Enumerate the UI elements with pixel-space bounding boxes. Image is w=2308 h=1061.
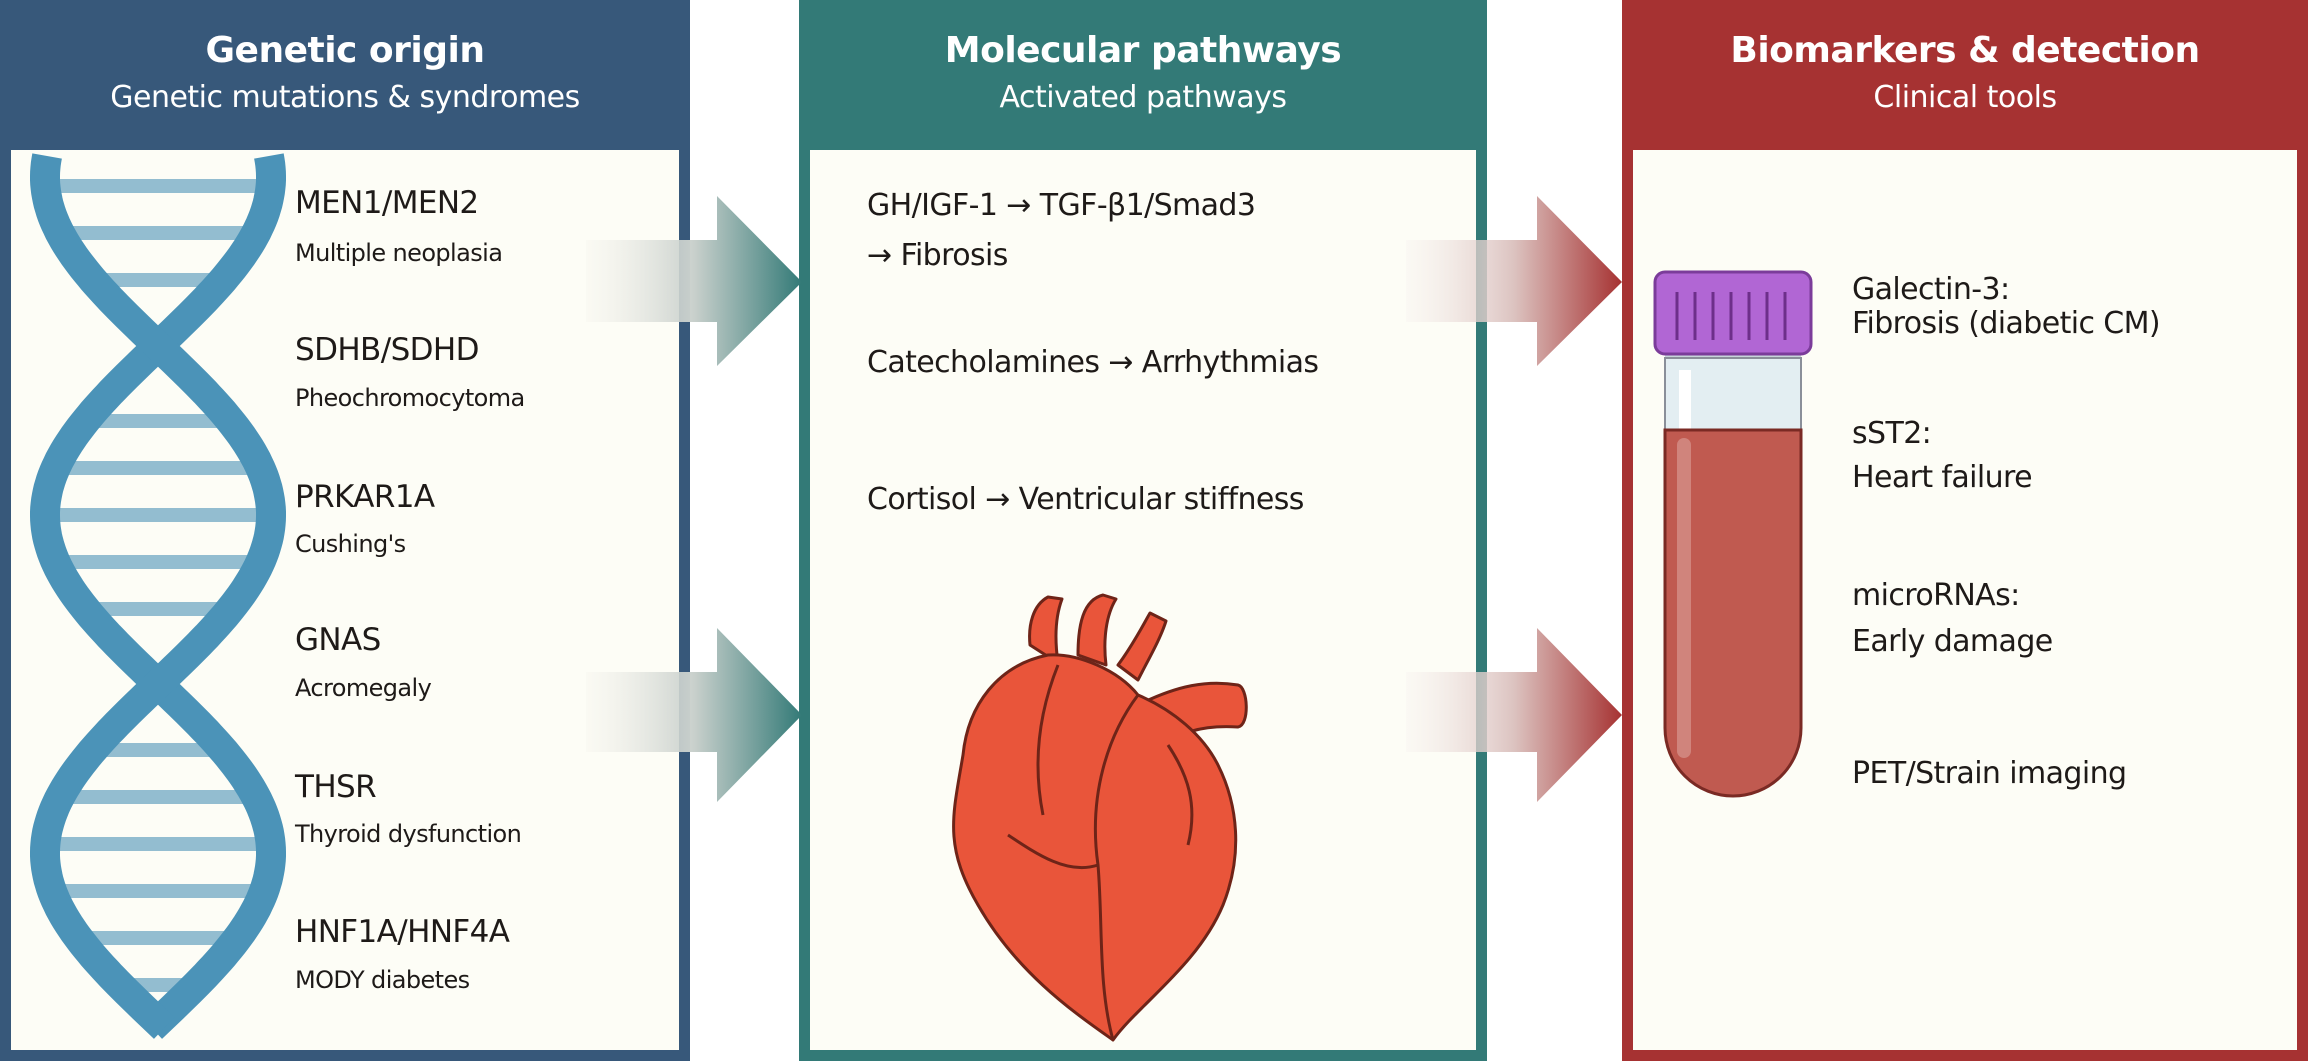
gene-description: MODY diabetes [295,966,470,994]
biomarker-description: Heart failure [1852,460,2033,495]
dna-rung [59,790,257,804]
dna-rung [45,508,271,522]
dna-rung [45,179,271,193]
gene-description: Thyroid dysfunction [295,820,522,848]
arrow-right-icon [1406,196,1622,366]
gene-description: Pheochromocytoma [295,384,525,412]
dna-rung [59,226,257,240]
dna-rung [85,414,231,428]
panel-body: MEN1/MEN2 Multiple neoplasia SDHB/SDHD P… [11,150,679,1050]
dna-rung [55,461,261,475]
panel-header: Genetic origin Genetic mutations & syndr… [0,0,690,150]
dna-rung [45,837,271,851]
arrow-right-icon [1406,628,1622,802]
dna-rung [78,931,238,945]
biomarkers-detection-panel: Biomarkers & detection Clinical tools Ga… [1622,0,2308,1061]
panel-subtitle: Genetic mutations & syndromes [110,80,580,115]
pathway-text: Cortisol → Ventricular stiffness [867,482,1304,517]
biomarker-description: Fibrosis (diabetic CM) [1852,306,2161,341]
biomarker-name: PET/Strain imaging [1852,756,2127,791]
arrow-right-icon [586,628,802,802]
dna-rung [92,273,224,287]
panel-subtitle: Clinical tools [1873,80,2057,115]
pathway-text: Catecholamines → Arrhythmias [867,345,1319,380]
arrow-right-icon [586,196,802,366]
gene-label: GNAS [295,622,381,658]
biomarker-description: Early damage [1852,624,2053,659]
molecular-pathways-panel: Molecular pathways Activated pathways GH… [799,0,1487,1061]
panel-title: Molecular pathways [944,30,1342,71]
gene-description: Acromegaly [295,674,432,702]
gene-label: MEN1/MEN2 [295,185,479,221]
panel-header: Biomarkers & detection Clinical tools [1622,0,2308,150]
biomarker-name: sST2: [1852,416,1932,451]
panel-title: Biomarkers & detection [1730,30,2200,71]
dna-strand [30,153,286,1039]
dna-rung [51,884,265,898]
panel-subtitle: Activated pathways [999,80,1287,115]
gene-label: THSR [295,769,377,805]
panel-body: Galectin-3: Fibrosis (diabetic CM) sST2:… [1633,150,2297,1050]
panel-header: Molecular pathways Activated pathways [799,0,1487,150]
pathway-text: → Fibrosis [867,238,1008,273]
biomarker-name: microRNAs: [1852,578,2020,613]
panel-title: Genetic origin [205,30,486,71]
biomarker-name: Galectin-3: [1852,272,2010,307]
pathway-text: GH/IGF-1 → TGF-β1/Smad3 [867,188,1256,223]
heart-icon [952,593,1248,1042]
dna-rung [92,743,224,757]
dna-icon [30,153,286,1039]
gene-label: HNF1A/HNF4A [295,914,510,950]
genetic-origin-panel: Genetic origin Genetic mutations & syndr… [0,0,690,1061]
blood-tube-icon [1653,270,1813,798]
dna-rung [85,602,231,616]
gene-description: Cushing's [295,530,406,558]
gene-label: SDHB/SDHD [295,332,480,368]
dna-strand [30,153,286,1039]
panel-body: GH/IGF-1 → TGF-β1/Smad3 → Fibrosis Catec… [810,150,1476,1050]
dna-rung [55,555,261,569]
gene-label: PRKAR1A [295,479,435,515]
gene-description: Multiple neoplasia [295,239,503,267]
